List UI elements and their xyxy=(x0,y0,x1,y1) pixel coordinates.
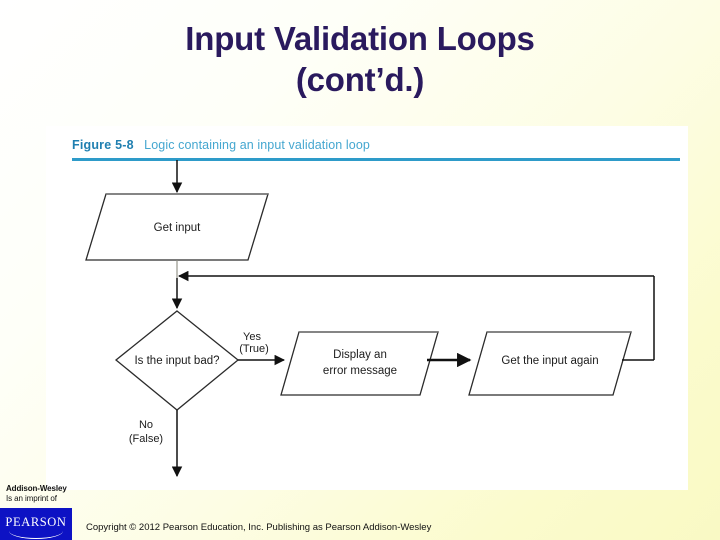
pearson-swoosh-icon xyxy=(9,531,63,539)
node-display-error: Display an error message xyxy=(280,331,439,396)
pearson-logo-text: PEARSON xyxy=(5,515,67,529)
pearson-logo: PEARSON xyxy=(0,508,72,540)
page-title-line-2: (cont’d.) xyxy=(295,61,425,98)
node-decision: Is the input bad? xyxy=(114,310,240,411)
edge-label-no-line-2: (False) xyxy=(129,433,163,445)
figure-panel: Figure 5-8 Logic containing an input val… xyxy=(46,126,688,490)
figure-caption: Figure 5-8 Logic containing an input val… xyxy=(72,138,370,152)
node-get-again-label: Get the input again xyxy=(501,355,598,367)
flowchart-diagram: Get input Is the input bad? Yes (True) D… xyxy=(85,160,655,478)
imprint-line-2: Is an imprint of xyxy=(6,493,57,503)
copyright-notice: Copyright © 2012 Pearson Education, Inc.… xyxy=(86,522,432,533)
edge-label-yes-line-1: Yes xyxy=(243,331,261,343)
edge-label-yes-line-2: (True) xyxy=(239,343,269,355)
edge-label-no-line-1: No xyxy=(139,419,153,431)
node-decision-label: Is the input bad? xyxy=(134,355,219,367)
node-get-input: Get input xyxy=(85,193,269,261)
page-title: Input Validation Loops (cont’d.) xyxy=(40,18,680,100)
imprint-text: Addison-Wesley Is an imprint of xyxy=(6,484,102,503)
imprint-line-1: Addison-Wesley xyxy=(6,484,67,493)
node-display-error-label-2: error message xyxy=(323,365,397,377)
figure-caption-label: Figure 5-8 xyxy=(72,138,134,152)
figure-caption-text: Logic containing an input validation loo… xyxy=(144,138,370,152)
figure-rule-divider xyxy=(72,158,680,161)
node-get-input-label: Get input xyxy=(154,222,201,234)
page-title-line-1: Input Validation Loops xyxy=(185,20,535,57)
node-display-error-label-1: Display an xyxy=(333,349,387,361)
node-get-again: Get the input again xyxy=(468,331,632,396)
